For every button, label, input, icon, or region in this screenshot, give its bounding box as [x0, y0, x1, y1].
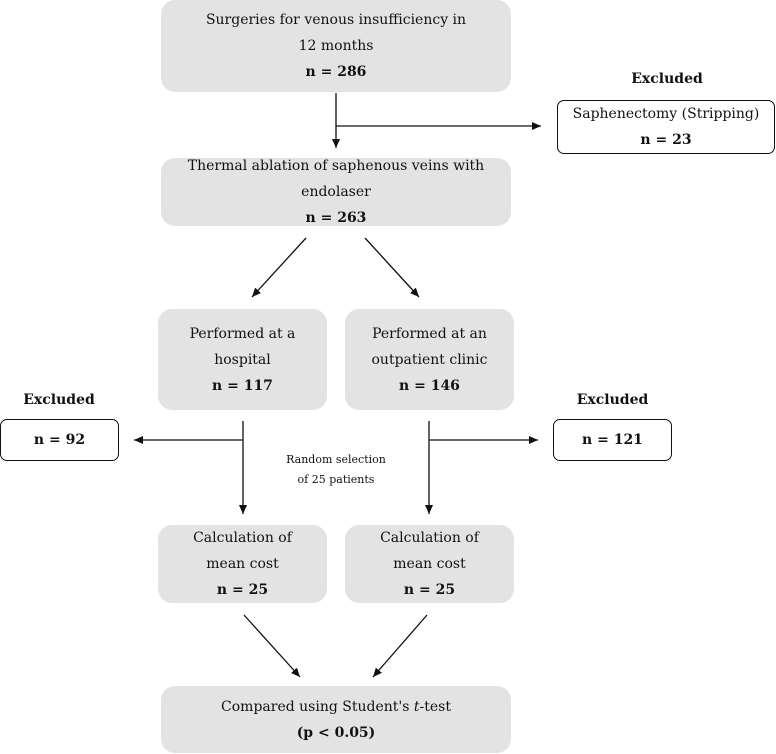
cost-right-count: n = 25	[403, 582, 456, 598]
excluded-top-label: Excluded	[631, 71, 703, 87]
arrow-cost-left-to-compared	[243, 614, 301, 678]
stripping-title: Saphenectomy (Stripping)	[572, 106, 760, 122]
compared-box: Compared using Student's t-test (p < 0.0…	[161, 686, 511, 753]
ablation-box: Thermal ablation of saphenous veins with…	[161, 158, 511, 226]
random-line2: of 25 patients	[297, 473, 375, 486]
cost-right-line1: Calculation of	[380, 530, 479, 546]
outpatient-line1: Performed at an	[372, 325, 487, 342]
ablation-count: n = 263	[305, 210, 367, 226]
cost-left-line2: mean cost	[206, 556, 279, 572]
cost-left-line1: Calculation of	[193, 530, 292, 546]
compared-text-before: Compared using Student's	[221, 698, 414, 715]
excluded-left-count: n = 92	[33, 432, 86, 448]
excluded-right-count: n = 121	[582, 432, 643, 448]
excluded-right-box: n = 121	[553, 419, 672, 461]
cost-right-line2: mean cost	[393, 556, 466, 572]
excluded-left-box: n = 92	[0, 419, 119, 461]
surgeries-box: Surgeries for venous insufficiency in 12…	[161, 0, 511, 92]
compared-text: Compared using Student's t-test	[221, 694, 451, 720]
outpatient-box: Performed at an outpatient clinic n = 14…	[345, 309, 514, 410]
surgeries-line2: 12 months	[298, 38, 374, 54]
cost-left-box: Calculation of mean cost n = 25	[158, 525, 327, 603]
arrow-cost-right-to-compared	[372, 614, 428, 678]
compared-text-italic: t	[413, 698, 420, 715]
ablation-title: Thermal ablation of saphenous veins with…	[187, 158, 485, 200]
excluded-left-label: Excluded	[23, 392, 95, 408]
surgeries-count: n = 286	[305, 64, 367, 80]
outpatient-count: n = 146	[399, 377, 460, 394]
stripping-count: n = 23	[640, 132, 692, 148]
arrow-ablation-to-hospital	[251, 237, 307, 298]
hospital-box: Performed at a hospital n = 117	[158, 309, 327, 410]
surgeries-line1: Surgeries for venous insufficiency in	[205, 12, 467, 28]
arrow-ablation-to-outpatient	[364, 237, 420, 298]
random-line1: Random selection	[286, 453, 386, 466]
hospital-line2: hospital	[214, 351, 271, 368]
compared-text-after: -test	[419, 698, 451, 715]
stripping-box: Saphenectomy (Stripping) n = 23	[557, 100, 775, 154]
excluded-right-label: Excluded	[576, 392, 649, 408]
cost-right-box: Calculation of mean cost n = 25	[345, 525, 514, 603]
compared-pvalue: (p < 0.05)	[296, 724, 376, 741]
outpatient-line2: outpatient clinic	[371, 351, 488, 368]
cost-left-count: n = 25	[216, 582, 269, 598]
hospital-count: n = 117	[212, 377, 273, 394]
hospital-line1: Performed at a	[189, 325, 296, 342]
random-selection-note: Random selection of 25 patients	[266, 450, 406, 490]
